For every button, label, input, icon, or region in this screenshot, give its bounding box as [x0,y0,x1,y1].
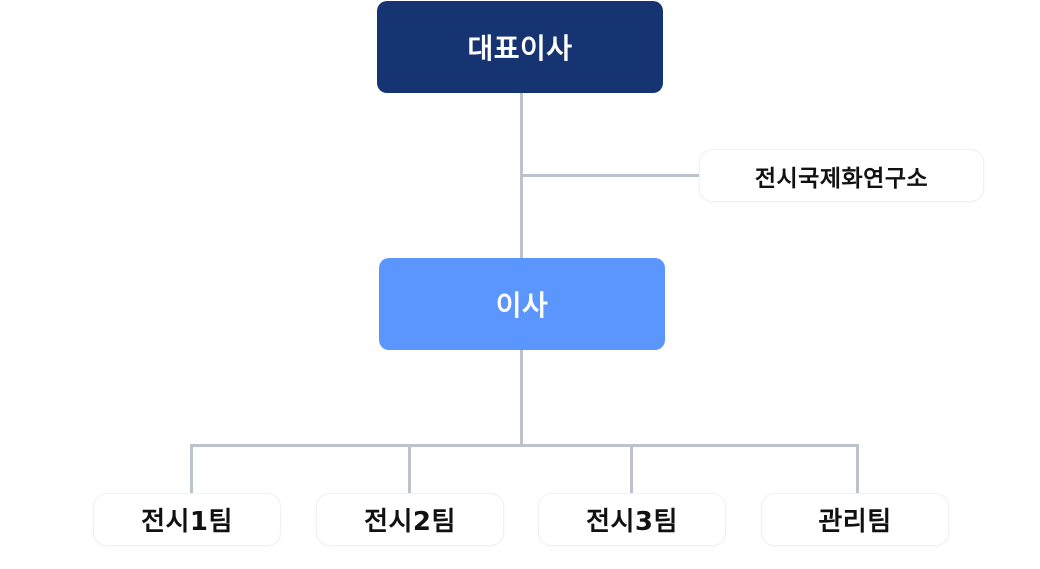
connector-team-3 [630,444,633,493]
connector-to-side-unit [520,174,700,177]
connector-team-4 [856,444,859,493]
node-team-exhibition-1: 전시1팀 [93,493,281,546]
node-team-exhibition-3: 전시3팀 [538,493,726,546]
connector-team-bus [190,444,859,447]
node-team-management: 관리팀 [761,493,949,546]
connector-director-down [520,350,523,447]
node-director: 이사 [379,258,665,350]
node-team-exhibition-2: 전시2팀 [316,493,504,546]
connector-team-1 [190,444,193,493]
node-research-institute: 전시국제화연구소 [699,149,984,202]
connector-team-2 [408,444,411,493]
node-ceo: 대표이사 [377,1,663,93]
